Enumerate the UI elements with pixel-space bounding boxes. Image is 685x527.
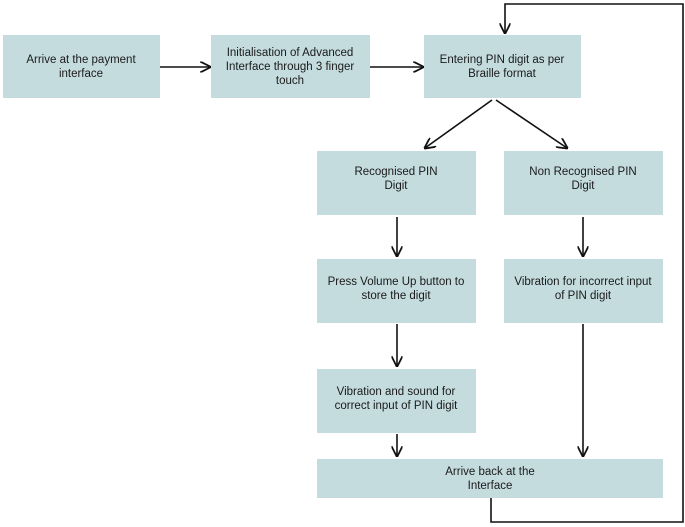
node-label-line: Arrive at the payment [26, 54, 136, 66]
node-label: Arrive at the payment interface [26, 54, 136, 80]
node-label-line: Digit [571, 180, 595, 192]
node-label-line: touch [276, 75, 304, 87]
node-label-line: Arrive back at the [445, 466, 534, 478]
node-label-line: Recognised PIN [354, 166, 437, 178]
node-box [317, 459, 663, 498]
edge-loop-back-to-entering [490, 3, 684, 523]
node-label-line: of PIN digit [555, 290, 612, 302]
node-label: Vibration for incorrect input of PIN digi… [514, 276, 652, 302]
node-non-recognised-pin: Non Recognised PIN Digit [504, 151, 663, 215]
node-recognised-pin: Recognised PIN Digit [317, 151, 476, 215]
node-box [317, 369, 476, 433]
node-arrive-payment: Arrive at the payment interface [3, 35, 160, 98]
node-label-line: Vibration for incorrect input [514, 276, 652, 288]
node-label-line: interface [59, 68, 103, 80]
node-box [504, 259, 663, 323]
node-label-line: Press Volume Up button to [328, 276, 465, 288]
node-label: Non Recognised PIN Digit [529, 166, 636, 192]
node-box [424, 35, 581, 98]
node-vibration-incorrect: Vibration for incorrect input of PIN digi… [504, 259, 663, 323]
node-label-line: correct input of PIN digit [335, 400, 459, 412]
node-box [317, 151, 476, 215]
node-label: Press Volume Up button to store the digit [328, 276, 465, 302]
node-box [504, 151, 663, 215]
node-label: Vibration and sound for correct input of … [335, 386, 459, 412]
node-box [317, 259, 476, 323]
node-label-line: Non Recognised PIN [529, 166, 636, 178]
node-label-line: Initialisation of Advanced [227, 47, 354, 59]
edge-entering-to-recognised [425, 99, 493, 148]
node-label: Recognised PIN Digit [354, 166, 437, 192]
edges [160, 3, 684, 523]
node-label-line: Interface [468, 480, 513, 492]
edge-entering-to-nonrecognised [495, 99, 567, 148]
node-label-line: Interface through 3 finger [226, 61, 355, 73]
node-box [3, 35, 160, 98]
node-vibration-correct: Vibration and sound for correct input of … [317, 369, 476, 433]
node-box [211, 35, 370, 98]
node-label-line: Entering PIN digit as per [440, 54, 565, 66]
node-label-line: Braille format [468, 68, 537, 80]
node-press-volume-up: Press Volume Up button to store the digit [317, 259, 476, 323]
node-label-line: Vibration and sound for [337, 386, 456, 398]
node-label-line: store the digit [361, 290, 431, 302]
node-label-line: Digit [384, 180, 408, 192]
